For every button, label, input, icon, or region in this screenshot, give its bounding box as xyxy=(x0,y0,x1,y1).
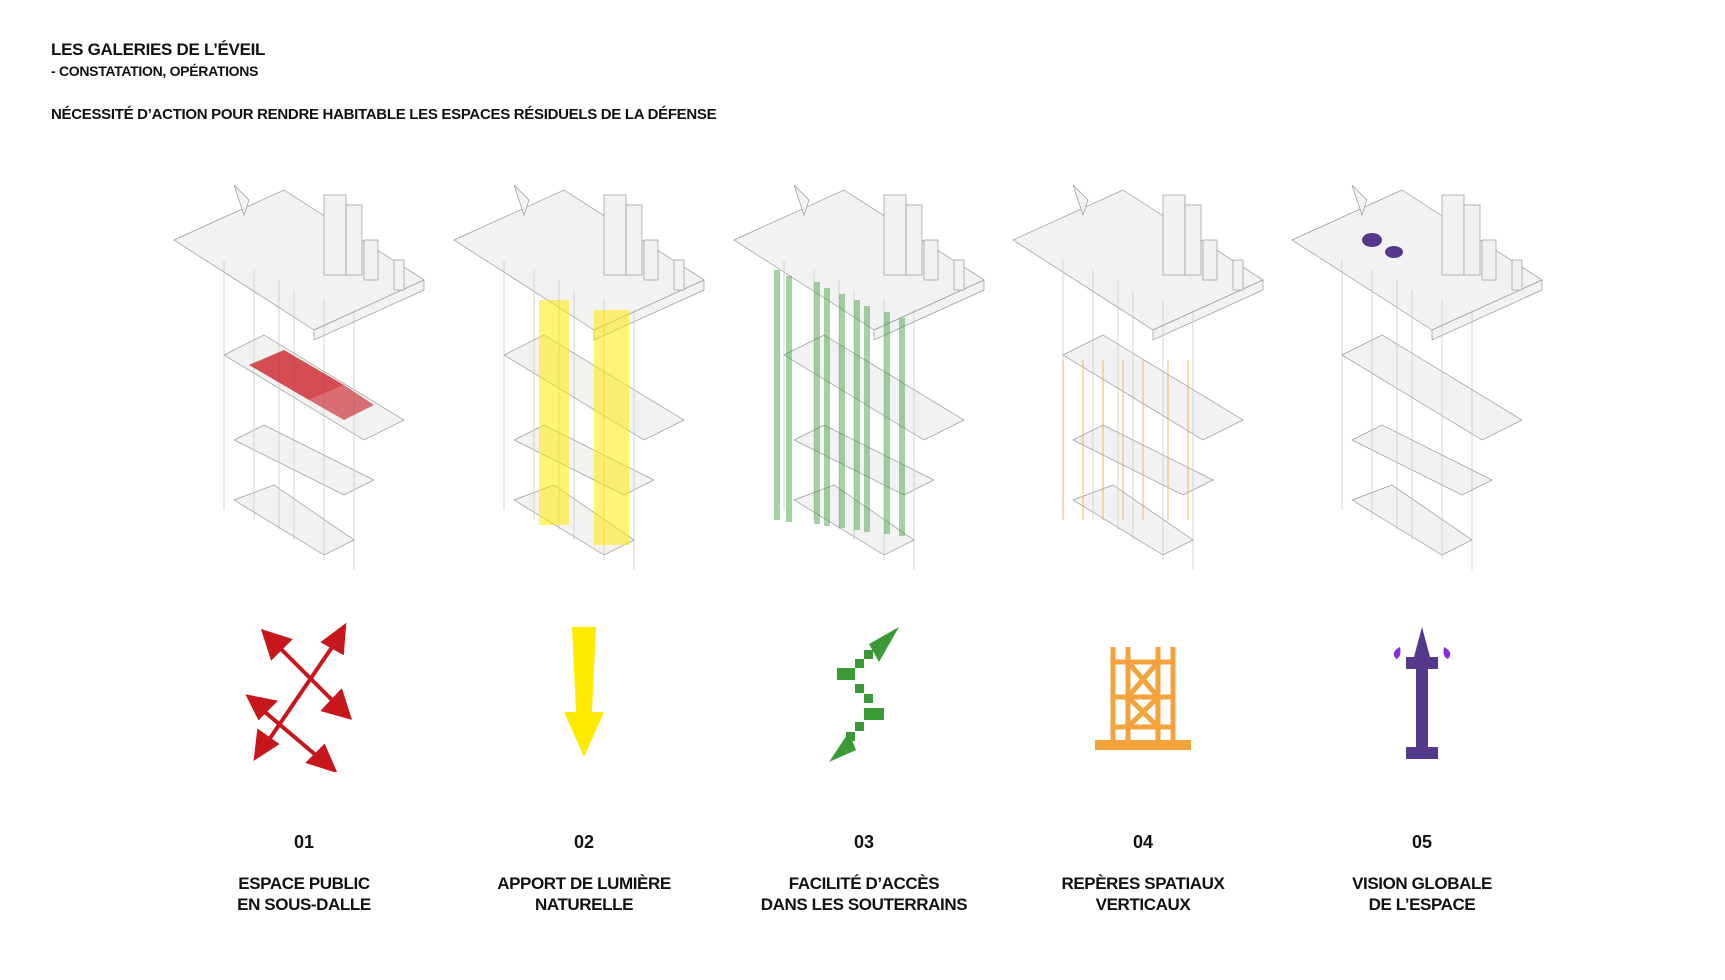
operation-number: 01 xyxy=(293,832,315,852)
four-way-arrows-icon xyxy=(245,622,353,772)
operation-column-03: 03 Facilité d’accès dans les souterrains xyxy=(724,170,1004,930)
operation-label-line1: Facilité d’accès xyxy=(788,874,940,893)
page-title: Les Galeries de l’Éveil xyxy=(51,40,266,59)
operation-label: Vision globale de l’espace xyxy=(1282,873,1562,915)
operation-label-line2: de l’espace xyxy=(1368,895,1476,914)
page-subtitle: - Constatation, opérations xyxy=(51,63,259,79)
operation-label-line1: Apport de lumière xyxy=(497,874,671,893)
operation-number: 04 xyxy=(1132,832,1154,852)
operation-label-line2: verticaux xyxy=(1095,895,1191,914)
isometric-axonometric-drawing xyxy=(733,184,985,570)
operation-column-01: 01 Espace public en sous-dalle xyxy=(164,170,444,930)
operation-column-04: 04 Repères spatiaux verticaux xyxy=(1003,170,1283,930)
operation-label: Repères spatiaux verticaux xyxy=(1003,873,1283,915)
operation-number: 03 xyxy=(853,832,875,852)
operation-label-line1: Espace public xyxy=(238,874,370,893)
operation-label-line1: Vision globale xyxy=(1352,874,1492,893)
isometric-axonometric-drawing xyxy=(1012,184,1264,570)
operation-column-05: 05 Vision globale de l’espace xyxy=(1282,170,1562,930)
down-arrow-icon xyxy=(564,627,604,757)
operation-label: Facilité d’accès dans les souterrains xyxy=(724,873,1004,915)
scaffold-tower-icon xyxy=(1095,647,1191,750)
isometric-axonometric-drawing xyxy=(453,184,705,570)
operation-label: Apport de lumière naturelle xyxy=(444,873,724,915)
operation-number: 02 xyxy=(573,832,595,852)
operation-label-line2: en sous-dalle xyxy=(237,895,371,914)
operation-column-02: 02 Apport de lumière naturelle xyxy=(444,170,724,930)
operation-label-line2: dans les souterrains xyxy=(760,895,968,914)
isometric-axonometric-drawing xyxy=(173,184,425,570)
isometric-axonometric-drawing xyxy=(1291,184,1543,570)
statement: Nécessité d’action pour rendre habitable… xyxy=(51,106,717,123)
operation-label-line1: Repères spatiaux xyxy=(1061,874,1225,893)
zigzag-stairs-arrow-icon xyxy=(829,627,899,762)
operation-number: 05 xyxy=(1411,832,1433,852)
watch-tower-eyes-icon xyxy=(1393,627,1451,759)
operation-label-line2: naturelle xyxy=(534,895,634,914)
operation-label: Espace public en sous-dalle xyxy=(164,873,444,915)
